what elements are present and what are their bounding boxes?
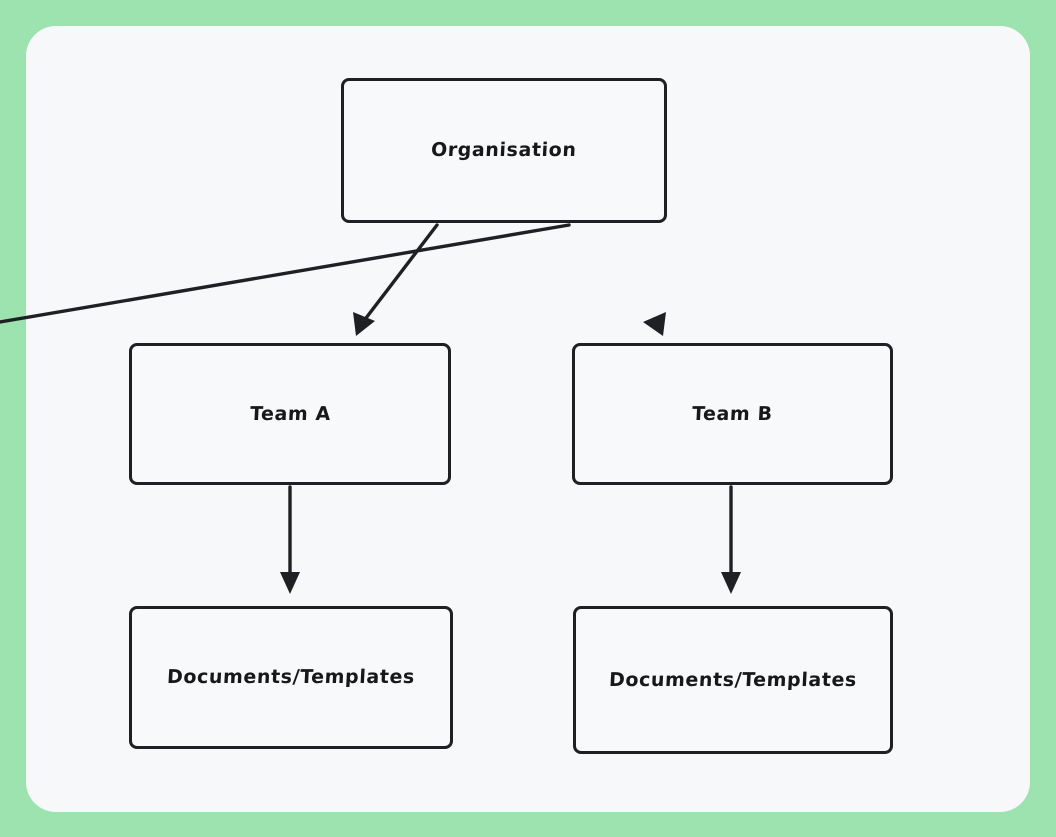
node-documents-templates-a[interactable]: Documents/Templates [129,606,453,749]
edge-team-a-docs-a [280,485,300,594]
node-documents-templates-b-label: Documents/Templates [608,668,858,691]
node-team-a-label: Team A [249,402,332,425]
edge-organisation-team-a [353,223,439,336]
node-team-b-label: Team B [691,402,774,425]
node-organisation[interactable]: Organisation [341,78,667,223]
edge-team-b-docs-b [721,485,741,594]
node-documents-templates-b[interactable]: Documents/Templates [573,606,893,754]
edge-organisation-team-b [0,223,666,336]
node-documents-templates-a-label: Documents/Templates [166,666,416,689]
node-team-a[interactable]: Team A [129,343,451,485]
node-team-b[interactable]: Team B [572,343,893,485]
node-organisation-label: Organisation [430,139,578,162]
